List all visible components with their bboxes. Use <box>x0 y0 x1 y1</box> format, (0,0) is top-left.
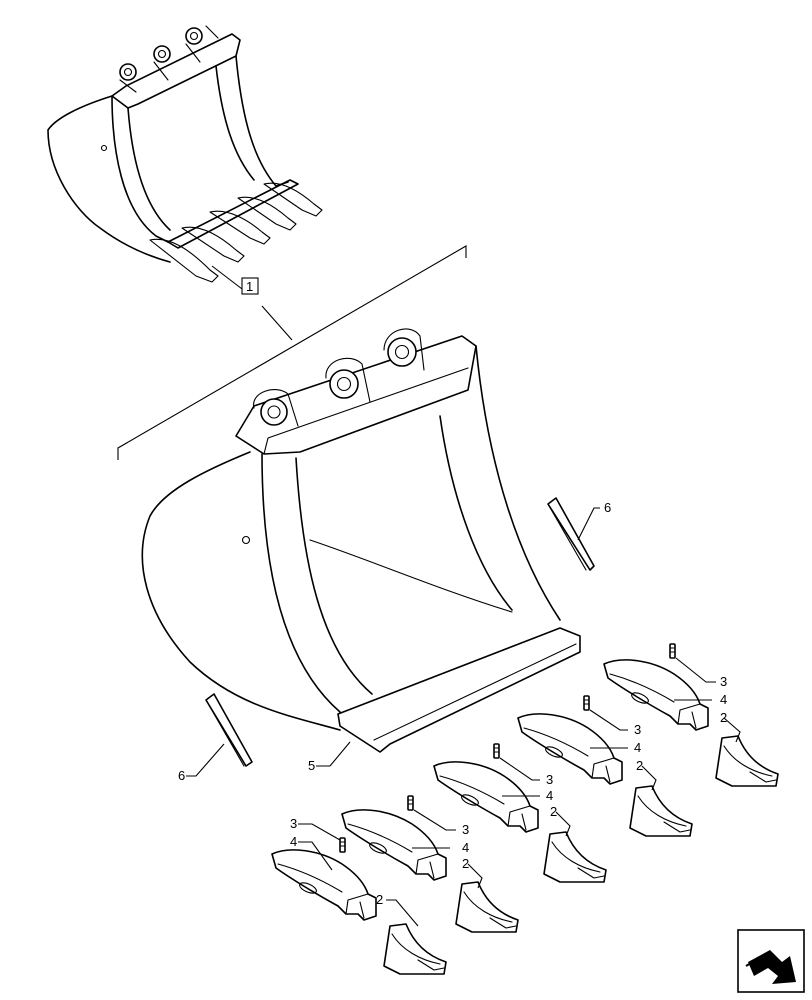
callout-2-set3: 2 <box>550 804 557 819</box>
callout-4-set3: 4 <box>546 788 553 803</box>
tooth-set-2: 3 4 2 <box>517 695 693 837</box>
callout-3-set2: 3 <box>634 722 641 737</box>
main-bucket: 5 <box>141 328 581 773</box>
overview-bucket: 1 <box>47 25 323 295</box>
callout-6-left: 6 <box>178 768 185 783</box>
tooth-set-4: 3 4 2 <box>341 795 519 933</box>
callout-3-set1: 3 <box>720 674 727 689</box>
callout-4-set4: 4 <box>462 840 469 855</box>
callout-2-set2: 2 <box>636 758 643 773</box>
callout-2-set1: 2 <box>720 710 727 725</box>
view-bracket <box>117 245 467 460</box>
callout-1: 1 <box>246 279 253 294</box>
callout-5: 5 <box>308 758 315 773</box>
tooth-set-1: 3 4 2 <box>603 643 779 787</box>
tooth-set-3: 3 4 2 <box>433 743 607 883</box>
callout-3-set4: 3 <box>462 822 469 837</box>
callout-2-set4: 2 <box>462 856 469 871</box>
callout-3-set5: 3 <box>290 816 297 831</box>
callout-3-set3: 3 <box>546 772 553 787</box>
callout-box-1 <box>241 277 259 295</box>
tooth-set-5: 3 4 2 <box>271 816 447 975</box>
callout-4-set2: 4 <box>634 740 641 755</box>
side-cutter-left: 6 <box>178 693 253 783</box>
callout-6-right: 6 <box>604 500 611 515</box>
callout-4-set5: 4 <box>290 834 297 849</box>
callout-2-set5: 2 <box>376 892 383 907</box>
side-cutter-right: 6 <box>547 497 611 571</box>
callout-4-set1: 4 <box>720 692 727 707</box>
next-page-arrow-icon[interactable] <box>737 929 805 993</box>
